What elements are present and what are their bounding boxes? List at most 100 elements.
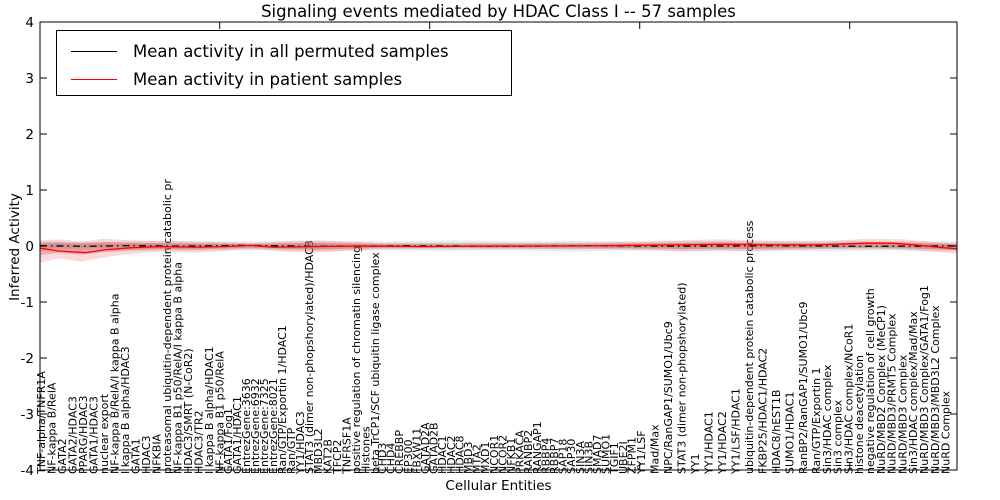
x-tick-label: NCOR2	[496, 435, 509, 474]
x-tick-label: Histones	[360, 426, 373, 474]
x-tick-label: YY1/HDAC3	[294, 411, 307, 475]
legend-label-patient: Mean activity in patient samples	[133, 69, 403, 89]
x-tick-label: NuRD/MBD2 Complex (MeCP1)	[875, 305, 888, 474]
x-tick-label: SUMO1	[600, 434, 613, 474]
x-tick-label: STAT3 (dimer non-phopshorylated)/HDAC3	[303, 240, 316, 474]
x-tick-label: YY1	[689, 454, 702, 475]
x-tick-label: Sin3 complex	[832, 399, 845, 474]
x-tick-label: Sin3/HDAC complex	[821, 364, 834, 474]
y-tick-label: -1	[21, 295, 34, 311]
x-tick-label: RBBP4	[539, 438, 552, 474]
x-tick-label: FKBP25/HDAC1/HDAC2	[757, 348, 770, 474]
legend-item-permuted: Mean activity in all permuted samples	[71, 37, 511, 65]
x-tick-label: HDAC8	[453, 435, 466, 474]
x-tick-label: GATA2	[56, 438, 69, 474]
x-tick-label: GATAD2B	[428, 422, 441, 474]
x-tick-label: GATA1/HDAC3	[88, 396, 101, 474]
x-tick-label: Ran/GTP/Exportin 1/HDAC1	[276, 325, 289, 474]
x-tick-label: TNF-alpha/TNFR1A	[35, 371, 48, 475]
x-tick-label: TNFRSF1A	[341, 417, 354, 475]
x-tick-label: positive regulation of chromatin silenci…	[350, 246, 363, 474]
y-tick-label: 2	[25, 127, 34, 143]
x-tick-label: HDAC1	[436, 435, 449, 474]
x-tick-label: NFKB1	[505, 438, 518, 474]
x-tick-label: MBD3L2	[312, 428, 325, 474]
x-axis-label: Cellular Entities	[445, 478, 552, 494]
y-tick-label: 0	[25, 239, 34, 255]
x-tick-label: YY1/HDAC1	[703, 411, 716, 475]
x-tick-label: GATAD2A	[419, 422, 432, 474]
y-tick-label: -3	[21, 407, 34, 423]
x-tick-label: histone deacetylation	[853, 355, 866, 474]
x-tick-label: RANBP2	[522, 430, 535, 474]
x-tick-label: UBE2I	[617, 441, 630, 474]
x-tick-label: NuRD/MBD3/MBD3L2 Complex	[929, 305, 942, 474]
y-tick-label: 1	[25, 183, 34, 199]
y-tick-label: -4	[21, 463, 34, 479]
x-tick-label: RANGAP1	[531, 421, 544, 474]
x-tick-label: MBD3	[462, 441, 475, 474]
x-tick-label: YY1/HDAC2	[716, 411, 729, 475]
x-tick-label: CHD3	[376, 443, 389, 474]
y-tick-label: 3	[25, 71, 34, 87]
x-tick-label: EP300	[402, 439, 415, 474]
x-tick-label: PPARG/HDAC3	[77, 395, 90, 474]
x-tick-label: TGIF1	[608, 442, 621, 475]
x-tick-label: YY1/LSF/HDAC1	[730, 388, 743, 475]
x-tick-label: NF-kappa B/RelA/I kappa B alpha	[109, 294, 122, 475]
x-tick-label: NPC/RanGAP1/SUMO1/Ubc9	[662, 321, 675, 474]
x-tick-label: NCOR1	[488, 435, 501, 474]
x-tick-label: EntrezGene:3636	[240, 378, 253, 474]
x-tick-label: Ran/GTP	[285, 427, 298, 474]
x-tick-label: nuclear export	[98, 393, 111, 474]
x-tick-label: beta TrCP1/SCF ubiquitin ligase complex	[369, 252, 382, 474]
x-tick-label: TFCP2	[331, 440, 344, 475]
x-tick-label: HDAC3/TR2	[193, 410, 206, 474]
x-tick-label: NFKBIA	[151, 433, 164, 474]
x-tick-label: RanBP2/RanGAP1/SUMO1/Ubc9	[797, 302, 810, 474]
legend-item-patient: Mean activity in patient samples	[71, 65, 511, 93]
x-tick-label: RBBP7	[548, 438, 561, 474]
y-tick-label: 4	[25, 15, 34, 31]
legend-label-permuted: Mean activity in all permuted samples	[133, 41, 449, 61]
x-tick-label: ubiquitin-dependent protein catabolic pr…	[743, 220, 756, 474]
x-tick-label: negative regulation of cell growth	[864, 288, 877, 474]
x-tick-label: GATA1	[130, 438, 143, 474]
legend: Mean activity in all permuted samples Me…	[56, 30, 512, 96]
x-tick-label: SMAD7	[591, 435, 604, 474]
x-tick-label: NF-kappa B1 p50/RelA/I kappa B alpha	[172, 262, 185, 474]
x-tick-label: EntrezGene:7325	[258, 378, 271, 474]
x-tick-label: MTA2	[471, 444, 484, 474]
y-axis-label: Inferred Activity	[7, 193, 23, 301]
x-tick-label: Sin3/HDAC complex/NCoR1	[842, 324, 855, 474]
x-tick-label: NuRD/MBD3 Complex/GATA1/Fog1	[918, 285, 931, 474]
x-tick-label: HDAC3	[140, 435, 153, 474]
x-tick-label: GATA1/HDAC1	[231, 396, 244, 474]
x-tick-label: EntrezGene:6932	[249, 378, 262, 474]
mean-line	[39, 242, 958, 254]
x-tick-label: YY1/LSF	[635, 430, 648, 475]
x-tick-label: NuRD Complex	[940, 390, 953, 474]
x-tick-label: CHD4	[385, 443, 398, 474]
x-tick-label: CREBBP	[393, 430, 406, 474]
x-tick-label: Mad/Max	[649, 424, 662, 474]
chart-title: Signaling events mediated by HDAC Class …	[261, 2, 736, 21]
x-tick-label: SUMO1/HDAC1	[784, 392, 797, 474]
x-tick-label: SAP30	[565, 439, 578, 474]
x-tick-label: SAP18	[557, 439, 570, 474]
x-tick-label: STAT3 (dimer non-phopshorylated)	[676, 283, 689, 475]
permuted-line-swatch	[71, 50, 117, 52]
x-tick-label: SIN3B	[582, 441, 595, 474]
x-tick-label: NF-kappa B1 p50/RelA	[214, 351, 227, 474]
x-tick-label: KAT2B	[322, 439, 335, 474]
x-tick-label: proteasomal ubiquitin-dependent protein …	[161, 179, 174, 474]
x-tick-label: NuRD/MBD3 Complex	[896, 354, 909, 474]
x-tick-label: GATA1/Fog1	[222, 408, 235, 474]
x-tick-label: NuRD/MBD3/PRMT5 Complex	[886, 313, 899, 474]
x-tick-label: HDAC3/SMRT (N-CoR2)	[182, 348, 195, 474]
x-tick-label: SIN3A	[574, 441, 587, 474]
x-tick-label: ZFPM1	[625, 437, 638, 474]
x-tick-label: PRKACA	[514, 430, 527, 474]
